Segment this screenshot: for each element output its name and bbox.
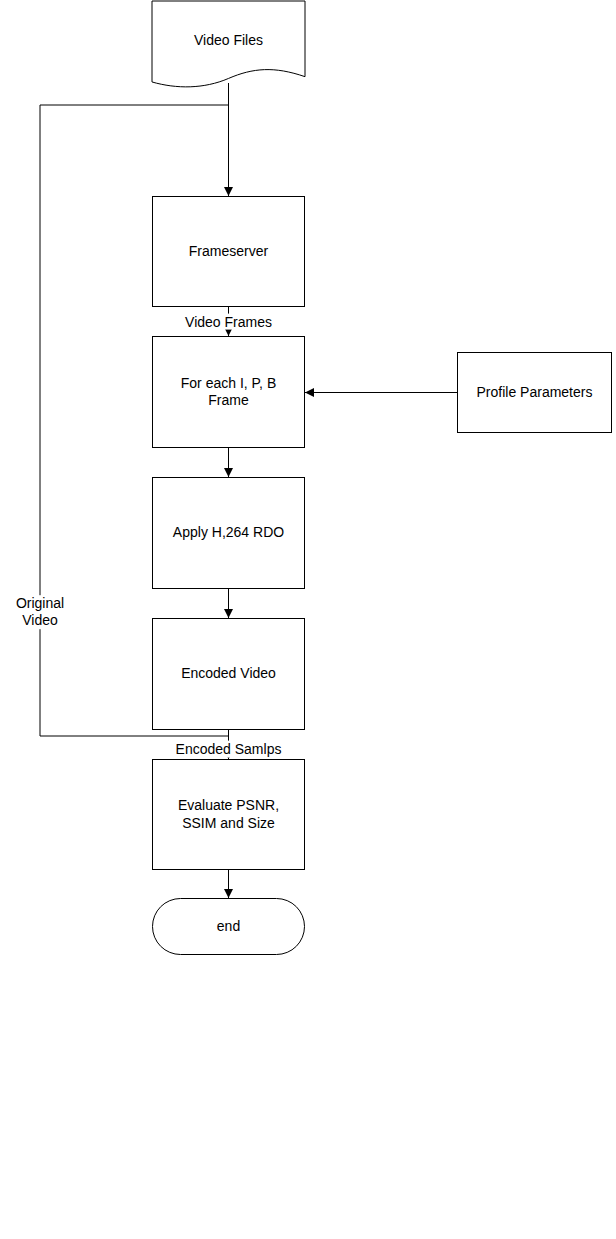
- node-text: Apply H,264 RDO: [173, 524, 284, 542]
- document-shape: Video Files: [152, 1, 305, 89]
- edge-label: Encoded Samlps: [174, 741, 284, 758]
- process-box: Evaluate PSNR, SSIM and Size: [152, 759, 305, 870]
- input-box: Profile Parameters: [457, 352, 612, 433]
- process-box: Frameserver: [152, 196, 305, 307]
- terminator-shape: end: [152, 898, 305, 955]
- flow-arrow: [228, 870, 229, 898]
- flow-arrow: [305, 392, 457, 393]
- process-box: Apply H,264 RDO: [152, 477, 305, 589]
- node-text: Profile Parameters: [477, 384, 593, 402]
- edge-label: Video Frames: [183, 313, 274, 330]
- flow-arrow: [228, 448, 229, 477]
- node-text: Evaluate PSNR, SSIM and Size: [163, 797, 294, 832]
- node-text: Frameserver: [189, 243, 268, 261]
- edge-label: Original Video: [5, 595, 75, 629]
- process-box: Encoded Video: [152, 618, 305, 730]
- node-text: For each I, P, B Frame: [163, 375, 294, 410]
- node-text: Video Files: [194, 32, 263, 50]
- node-text: end: [217, 918, 240, 936]
- flow-arrow: [228, 589, 229, 618]
- node-text: Encoded Video: [181, 665, 276, 683]
- process-box: For each I, P, B Frame: [152, 336, 305, 448]
